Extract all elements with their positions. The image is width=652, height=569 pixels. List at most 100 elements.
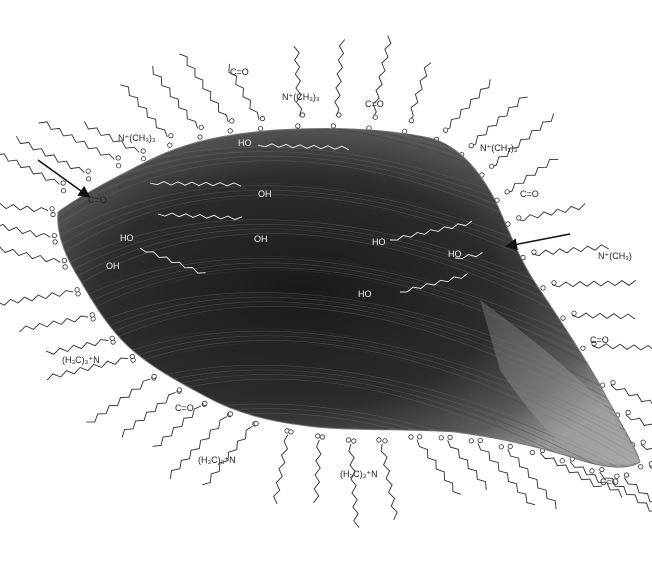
oxygen-atom [417, 435, 421, 439]
oxygen-atom [320, 435, 324, 439]
ligand-chain [274, 435, 288, 504]
oxygen-atom [116, 156, 120, 160]
oxygen-atom [443, 128, 447, 132]
quaternary-ammonium-label: (H₃C)₃⁺N [340, 470, 378, 479]
carbonyl-label: C=O [88, 196, 107, 205]
oxygen-atom [296, 124, 300, 128]
oxygen-atom [624, 473, 628, 477]
oxygen-atom [53, 240, 57, 244]
lattice-fringe [40, 438, 652, 558]
carboxylic-acid-label: OH [258, 190, 272, 199]
oxygen-atom [90, 313, 94, 317]
oxygen-atom [50, 207, 54, 211]
oxygen-atom [590, 469, 594, 473]
carbonyl-label: C=O [230, 68, 249, 77]
oxygen-atom [505, 190, 509, 194]
oxygen-atom [75, 288, 79, 292]
ligand-chain [489, 113, 553, 167]
oxygen-atom [51, 212, 55, 216]
lattice-fringe [40, 445, 652, 569]
carboxylic-acid-label: HO [372, 238, 386, 247]
oxygen-atom [641, 440, 645, 444]
carbonyl-label: C=O [520, 190, 539, 199]
ligand-chain [122, 392, 176, 437]
ligand-chain [552, 280, 636, 287]
quaternary-ammonium-label: N⁺(CH₃)₃ [282, 93, 320, 102]
oxygen-atom [177, 388, 181, 392]
oxygen-atom [169, 133, 173, 137]
ligand-chain [86, 379, 150, 422]
carbonyl-label: C=O [590, 336, 609, 345]
oxygen-atom [581, 346, 585, 350]
carboxylic-acid-label: OH [254, 235, 268, 244]
oxygen-atom [409, 118, 413, 122]
ligand-chain [0, 243, 60, 262]
ligand-chain [443, 79, 490, 131]
ligand-chain [153, 66, 198, 129]
ligand-chain [572, 313, 635, 319]
oxygen-atom [61, 181, 65, 185]
oxygen-atom [626, 410, 630, 414]
oxygen-atom [152, 374, 156, 378]
oxygen-atom [508, 444, 512, 448]
oxygen-atom [478, 438, 482, 442]
ligand-chain [335, 40, 345, 117]
oxygen-atom [377, 438, 381, 442]
oxygen-atom [76, 292, 80, 296]
carboxylic-acid-label: HO [238, 139, 252, 148]
oxygen-atom [86, 169, 90, 173]
oxygen-atom [331, 124, 335, 128]
oxygen-atom [383, 439, 387, 443]
oxygen-atom [499, 445, 503, 449]
oxygen-atom [517, 216, 521, 220]
oxygen-atom [203, 401, 207, 405]
oxygen-atom [230, 119, 234, 123]
carbonyl-label: C=O [175, 404, 194, 413]
ligand-chain [0, 291, 73, 306]
carboxylic-acid-label: HO [448, 250, 462, 259]
oxygen-atom [572, 311, 576, 315]
oxygen-atom [258, 127, 262, 131]
ligand-chain [381, 444, 397, 520]
oxygen-atom [63, 265, 67, 269]
oxygen-atom [52, 233, 56, 237]
oxygen-atom [611, 380, 615, 384]
ligand-chain [409, 63, 431, 122]
ligand-chain [120, 85, 167, 137]
oxygen-atom [409, 435, 413, 439]
oxygen-atom [228, 412, 232, 416]
carboxylic-acid-label: OH [106, 262, 120, 271]
oxygen-atom [62, 258, 66, 262]
oxygen-atom [532, 250, 536, 254]
oxygen-atom [402, 129, 406, 133]
oxygen-atom [373, 115, 377, 119]
oxygen-atom [141, 157, 145, 161]
ligand-chain [39, 122, 115, 160]
ligand-chain [469, 97, 528, 147]
oxygen-atom [448, 435, 452, 439]
oxygen-atom [469, 143, 473, 147]
lattice-fringe [40, 440, 652, 562]
oxygen-atom [352, 439, 356, 443]
quaternary-ammonium-label: N⁺(CH₃) [598, 252, 632, 261]
oxygen-atom [530, 450, 534, 454]
oxygen-atom [560, 459, 564, 463]
oxygen-atom [552, 281, 556, 285]
ligand-chain [478, 443, 535, 505]
quaternary-ammonium-label: N⁺(CH₃)₃ [118, 134, 156, 143]
quaternary-ammonium-label: N⁺(CH₃)₃ [480, 144, 518, 153]
oxygen-atom [199, 125, 203, 129]
quaternary-ammonium-label: (H₃C)₃⁺N [198, 456, 236, 465]
oxygen-atom [110, 336, 114, 340]
oxygen-atom [346, 438, 350, 442]
ligand-chain [517, 204, 585, 221]
oxygen-atom [600, 467, 604, 471]
arrow-icon [508, 234, 570, 246]
ligand-chain [448, 440, 487, 490]
carbonyl-label: C=O [365, 100, 384, 109]
nanoparticle-body [40, 110, 652, 569]
oxygen-atom [316, 434, 320, 438]
oxygen-atom [489, 164, 493, 168]
oxygen-atom [86, 177, 90, 181]
